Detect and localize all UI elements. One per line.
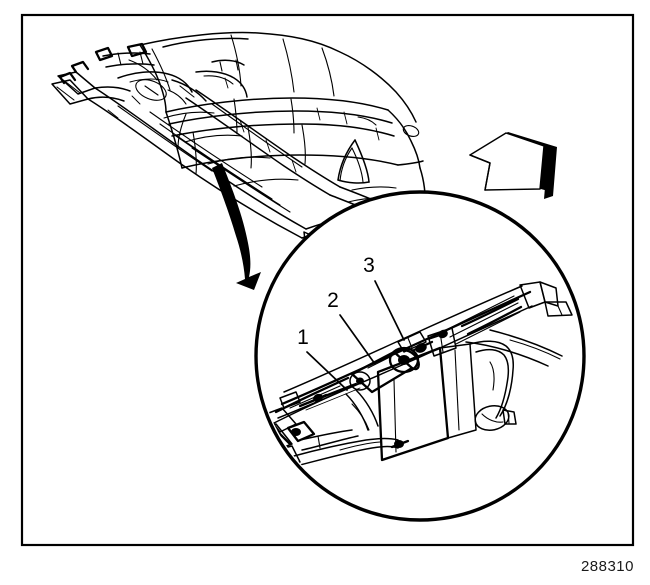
callout-group: 1 2 3 (297, 254, 405, 391)
figure-id-caption: 288310 (580, 558, 634, 575)
callout-1-label: 1 (297, 326, 309, 349)
callout-2-leader (339, 314, 376, 365)
view-direction-arrow (469, 132, 557, 199)
callout-2-label: 2 (327, 289, 339, 312)
callout-3-label: 3 (363, 254, 375, 277)
callout-3-leader (374, 280, 405, 341)
vehicle-body-overview (51, 31, 426, 269)
callout-1-leader (306, 351, 348, 391)
detail-callout-arrow (212, 163, 261, 290)
illustration-border (20, 13, 635, 547)
magnified-detail-view (254, 190, 586, 522)
